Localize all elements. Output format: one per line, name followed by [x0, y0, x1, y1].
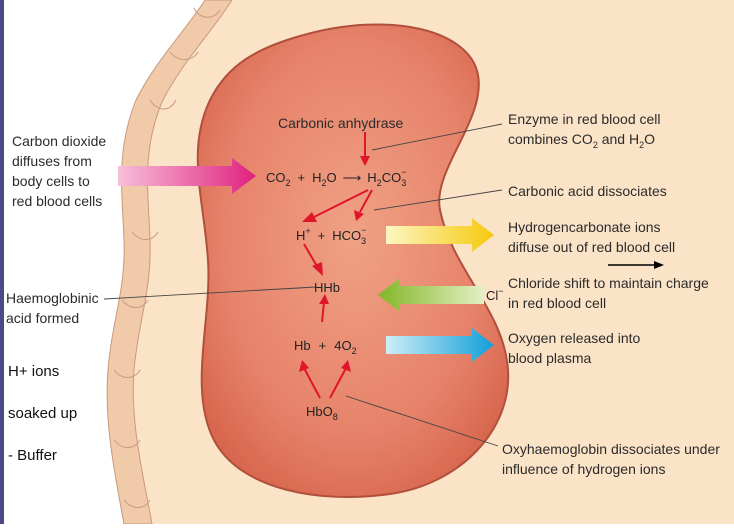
- left-border: [0, 0, 4, 524]
- svg-text:combines CO2 and H2O: combines CO2 and H2O: [508, 131, 655, 150]
- reaction-arrows: [299, 132, 373, 399]
- buffer-note: H+ ions soaked up - Buffer: [8, 340, 77, 487]
- svg-text:Oxyhaemoglobin dissociates und: Oxyhaemoglobin dissociates under: [502, 441, 720, 457]
- haemoglobinic-acid-label: Haemoglobinic acid formed: [6, 290, 99, 326]
- reaction-hb-o2: Hb+4O2: [294, 338, 357, 356]
- svg-text:Enzyme in red blood cell: Enzyme in red blood cell: [508, 111, 661, 127]
- svg-text:acid formed: acid formed: [6, 310, 79, 326]
- svg-text:influence of hydrogen ions: influence of hydrogen ions: [502, 461, 665, 477]
- svg-text:Carbon dioxide: Carbon dioxide: [12, 133, 106, 149]
- hb-to-hhb-arrow: [321, 301, 325, 323]
- chloride-ion-label: Cl−: [486, 286, 504, 303]
- hhb-label: HHb: [314, 280, 340, 295]
- svg-text:Chloride shift to maintain cha: Chloride shift to maintain charge: [508, 275, 709, 291]
- svg-text:Haemoglobinic: Haemoglobinic: [6, 290, 99, 306]
- svg-text:Oxygen released into: Oxygen released into: [508, 330, 641, 346]
- svg-text:in red blood cell: in red blood cell: [508, 295, 606, 311]
- oxyhaemoglobin-label: Oxyhaemoglobin dissociates under influen…: [502, 441, 720, 477]
- svg-text:Hydrogencarbonate ions: Hydrogencarbonate ions: [508, 219, 661, 235]
- carbonic-acid-label: Carbonic acid dissociates: [508, 183, 667, 199]
- chloride-direction-arrowhead: [654, 261, 664, 269]
- buffer-note-line: soaked up: [8, 405, 78, 422]
- co2-influx-arrow: [118, 158, 256, 194]
- carbonic-anhydrase-label: Carbonic anhydrase: [278, 115, 404, 131]
- hbo8-to-hb-arrow: [303, 367, 321, 399]
- reaction-h-hco3: H++HCO3−: [296, 225, 366, 246]
- h2co3-to-h-arrow: [311, 189, 369, 219]
- hbo8-to-o2-arrow: [329, 367, 347, 399]
- co2-diffuses-label: Carbon dioxide diffuses from body cells …: [12, 133, 106, 209]
- h-to-hhb-arrow: [303, 243, 319, 269]
- chloride-shift-label: Chloride shift to maintain charge in red…: [508, 275, 709, 311]
- svg-text:body cells to: body cells to: [12, 173, 90, 189]
- reaction-co2-h2o-h2co3: CO2+H2O⟶H2CO3−: [266, 167, 406, 188]
- leader-lines: [103, 123, 503, 447]
- svg-text:diffuse out of red blood cell: diffuse out of red blood cell: [508, 239, 675, 255]
- chloride-influx-arrow: [378, 278, 484, 312]
- hbo8-label: HbO8: [306, 404, 338, 422]
- hco3-efflux-arrow: [386, 218, 494, 252]
- oxygen-released-label: Oxygen released into blood plasma: [508, 330, 641, 366]
- enzyme-label: Enzyme in red blood cell combines CO2 an…: [508, 111, 661, 150]
- h2co3-to-hco3-arrow: [359, 189, 373, 213]
- hydrogencarbonate-label: Hydrogencarbonate ions diffuse out of re…: [508, 219, 675, 255]
- buffer-note-line: H+ ions: [8, 363, 60, 380]
- svg-text:diffuses from: diffuses from: [12, 153, 92, 169]
- buffer-note-line: - Buffer: [8, 447, 57, 464]
- svg-text:blood plasma: blood plasma: [508, 350, 591, 366]
- svg-text:red blood cells: red blood cells: [12, 193, 102, 209]
- oxygen-efflux-arrow: [386, 328, 494, 362]
